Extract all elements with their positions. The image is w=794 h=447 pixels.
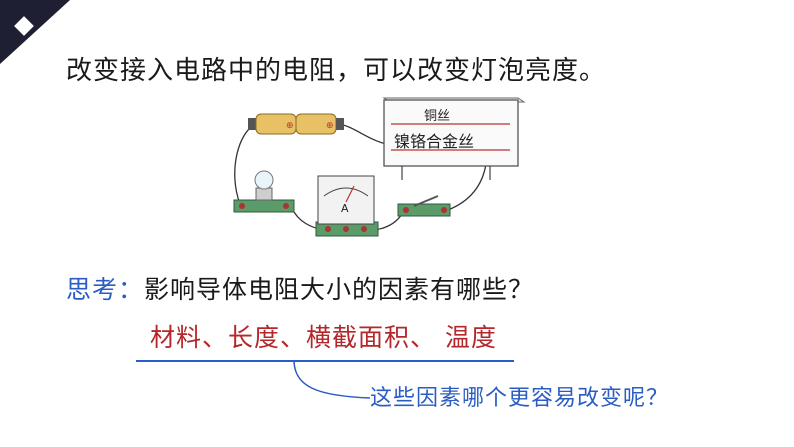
headline: 改变接入电路中的电阻，可以改变灯泡亮度。 xyxy=(66,56,607,86)
resistance-wire-board: 铜丝 镍铬合金丝 xyxy=(382,97,526,180)
answer-underline xyxy=(136,360,514,362)
question-text: 影响导体电阻大小的因素有哪些？ xyxy=(144,275,535,304)
followup-question: 这些因素哪个更容易改变呢？ xyxy=(370,386,670,411)
ammeter-letter: A xyxy=(341,202,349,215)
lamp-icon xyxy=(233,170,295,213)
wire-switch-board xyxy=(447,163,487,211)
question-label: 思考： xyxy=(66,275,145,304)
battery-plus-2: ⊕ xyxy=(326,121,334,131)
callout-curve xyxy=(293,360,371,399)
label-copper-wire: 铜丝 xyxy=(424,109,450,124)
label-nichrome-wire: 镍铬合金丝 xyxy=(394,132,474,151)
corner-decoration xyxy=(0,0,70,64)
battery-plus-1: ⊕ xyxy=(286,121,294,131)
answer-text: 材料、长度、横截面积、 温度 xyxy=(150,323,497,352)
wire-battery-board xyxy=(337,123,387,145)
circuit-diagram: ⊕ ⊕ 铜丝 镍铬合金丝 A xyxy=(233,97,526,237)
switch-icon xyxy=(397,195,451,217)
question-row: 思考：影响导体电阻大小的因素有哪些？ xyxy=(66,270,534,306)
battery-icon: ⊕ ⊕ xyxy=(248,113,344,135)
ammeter-icon: A xyxy=(315,175,379,237)
wire-battery-lamp xyxy=(234,123,257,205)
